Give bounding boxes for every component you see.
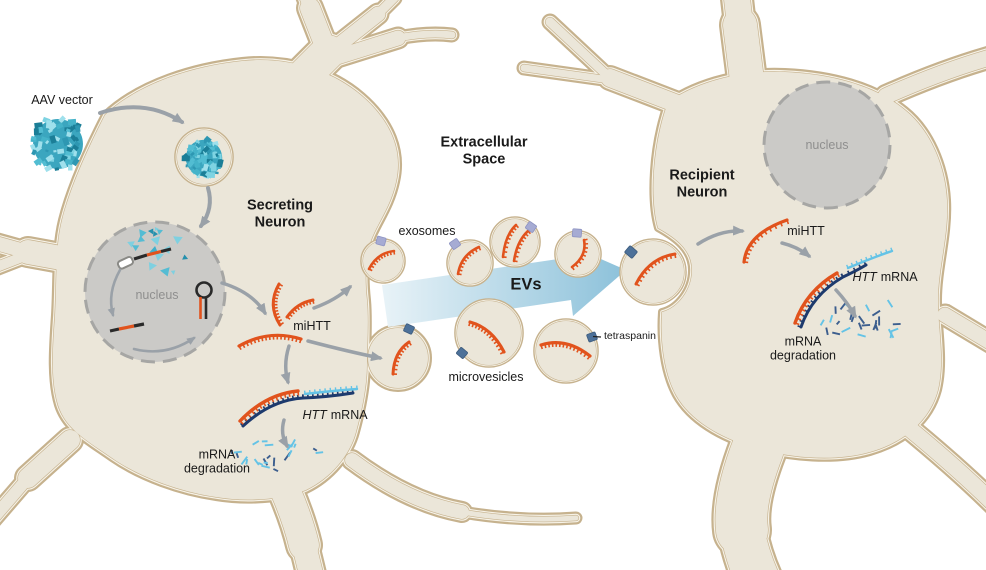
secreting-neuron-label: Secreting Neuron bbox=[246, 197, 314, 230]
exosomes-label: exosomes bbox=[398, 223, 456, 238]
aav-particle-endosome bbox=[181, 135, 224, 179]
microvesicles-label: microvesicles bbox=[448, 369, 524, 384]
nucleus-label-right: nucleus bbox=[805, 137, 849, 152]
microvesicle-2 bbox=[533, 318, 599, 384]
aav-vector-label: AAV vector bbox=[31, 92, 93, 107]
mihtt-label-right: miHTT bbox=[787, 223, 825, 238]
recipient-neuron-label: Recipient Neuron bbox=[669, 167, 735, 200]
evs-label: EVs bbox=[510, 275, 542, 294]
aav-vector-icon bbox=[29, 115, 234, 187]
nuclei bbox=[83, 80, 892, 364]
htt-gene-italic: HTT bbox=[302, 407, 327, 422]
extracellular-space-label: Extracellular Space bbox=[440, 134, 528, 167]
mihtt-label-left: miHTT bbox=[293, 318, 331, 333]
mrna-degradation-fragments bbox=[230, 299, 901, 473]
tetraspanin-label: tetraspanin bbox=[604, 329, 656, 342]
secreting-neuron-cell bbox=[0, 0, 583, 570]
nucleus-right bbox=[762, 80, 892, 210]
rna-strands bbox=[237, 218, 894, 428]
exosome-4 bbox=[554, 230, 602, 278]
nucleus-left bbox=[83, 220, 227, 364]
nucleus-label-left: nucleus bbox=[135, 287, 179, 302]
mrna-word: mRNA bbox=[330, 407, 368, 422]
htt-gene-italic: HTT bbox=[852, 269, 877, 284]
mrna-word: mRNA bbox=[880, 269, 918, 284]
extracellular-vesicles bbox=[360, 216, 687, 384]
aav-particle-outside bbox=[29, 115, 83, 173]
recipient-neuron-cell bbox=[516, 0, 986, 570]
mrna-degradation-label-left: mRNA degradation bbox=[183, 447, 251, 476]
exosome-1 bbox=[360, 238, 406, 284]
mrna-degradation-label-right: mRNA degradation bbox=[769, 334, 837, 363]
process-arrows bbox=[98, 105, 857, 449]
